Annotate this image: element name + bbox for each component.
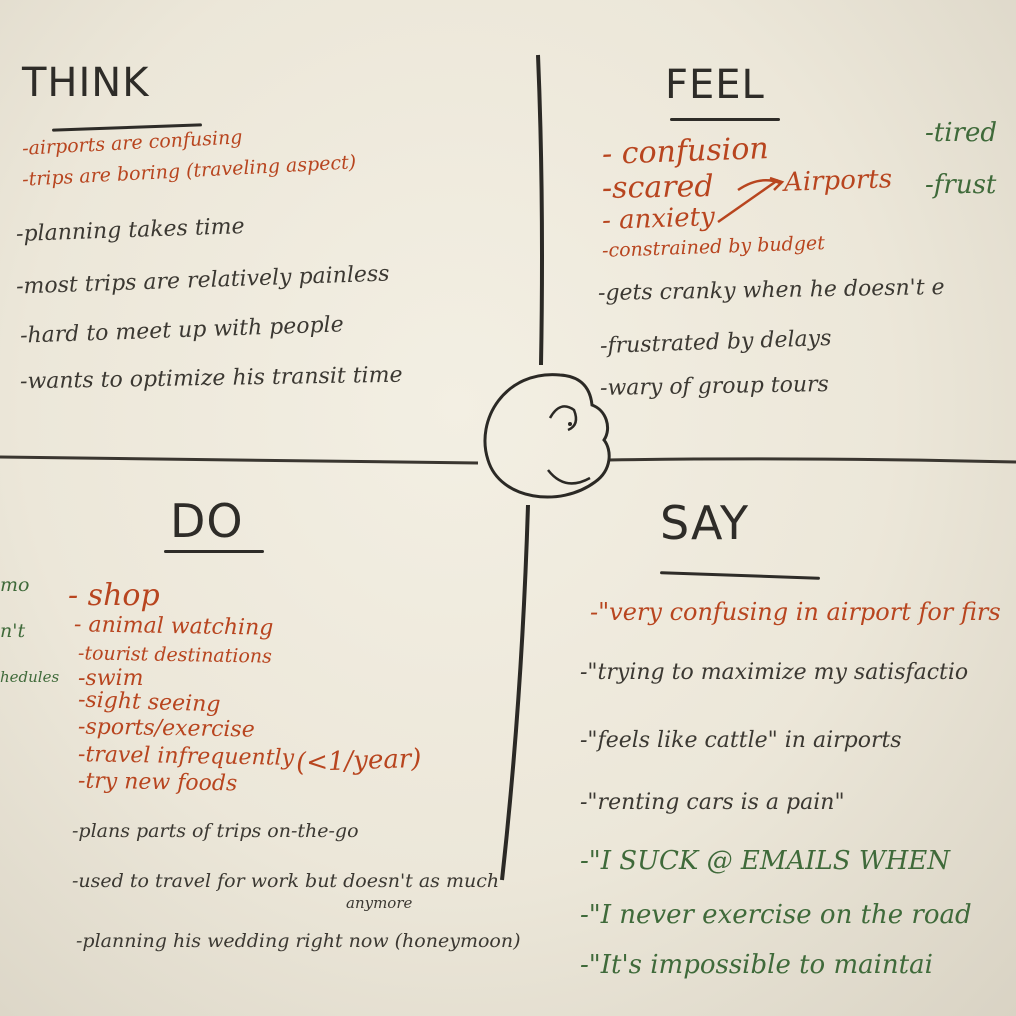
vertical-line-bottom [500,504,530,881]
feel-arrow-label: Airports [783,164,893,198]
heading-feel: FEEL [665,62,765,108]
do-item-4: -swim [78,666,144,691]
feel-item-1: - confusion [601,131,770,172]
do-left-fragment-1: mo [0,574,30,596]
say-item-7: -"It's impossible to maintai [580,950,933,980]
do-item-3: -tourist destinations [77,642,273,668]
say-item-3: -"feels like cattle" in airports [580,728,902,753]
heading-do: DO [170,494,244,548]
say-item-2: -"trying to maximize my satisfactio [580,660,969,685]
do-item-11: -planning his wedding right now (honeymo… [76,930,521,952]
do-item-2: - animal watching [73,612,274,641]
say-item-5: -"I SUCK @ EMAILS WHEN [580,846,950,876]
feel-side-1: -tired [925,118,998,148]
feel-item-2: -scared [601,169,714,206]
do-item-5: -sight seeing [77,687,221,718]
say-item-4: -"renting cars is a pain" [580,790,845,815]
feel-item-7: -wary of group tours [599,372,830,401]
say-item-6: -"I never exercise on the road [580,900,972,930]
say-item-1: -"very confusing in airport for firs [590,598,1001,626]
do-anymore: anymore [346,894,413,912]
feel-side-2: -frust [925,170,997,200]
do-item-6: -sports/exercise [77,714,255,743]
horizontal-line-left [0,455,479,465]
heading-say: SAY [660,496,750,550]
do-item-8: -try new foods [77,768,238,797]
feel-item-3: - anxiety [601,202,716,236]
horizontal-line-right [607,457,1016,464]
do-item-9: -plans parts of trips on-the-go [72,820,359,842]
do-item-10: -used to travel for work but doesn't as … [72,870,500,892]
underline-do [164,550,264,553]
do-aside: (<1/year) [295,743,422,779]
do-left-fragment-3: hedules [0,668,60,686]
vertical-line-top [536,54,544,366]
do-item-7: -travel infrequently [77,742,295,771]
do-item-1: - shop [68,578,160,613]
heading-think: THINK [22,60,150,106]
do-left-fragment-2: n't [0,620,26,642]
face-icon [483,373,611,499]
underline-feel [670,118,780,121]
